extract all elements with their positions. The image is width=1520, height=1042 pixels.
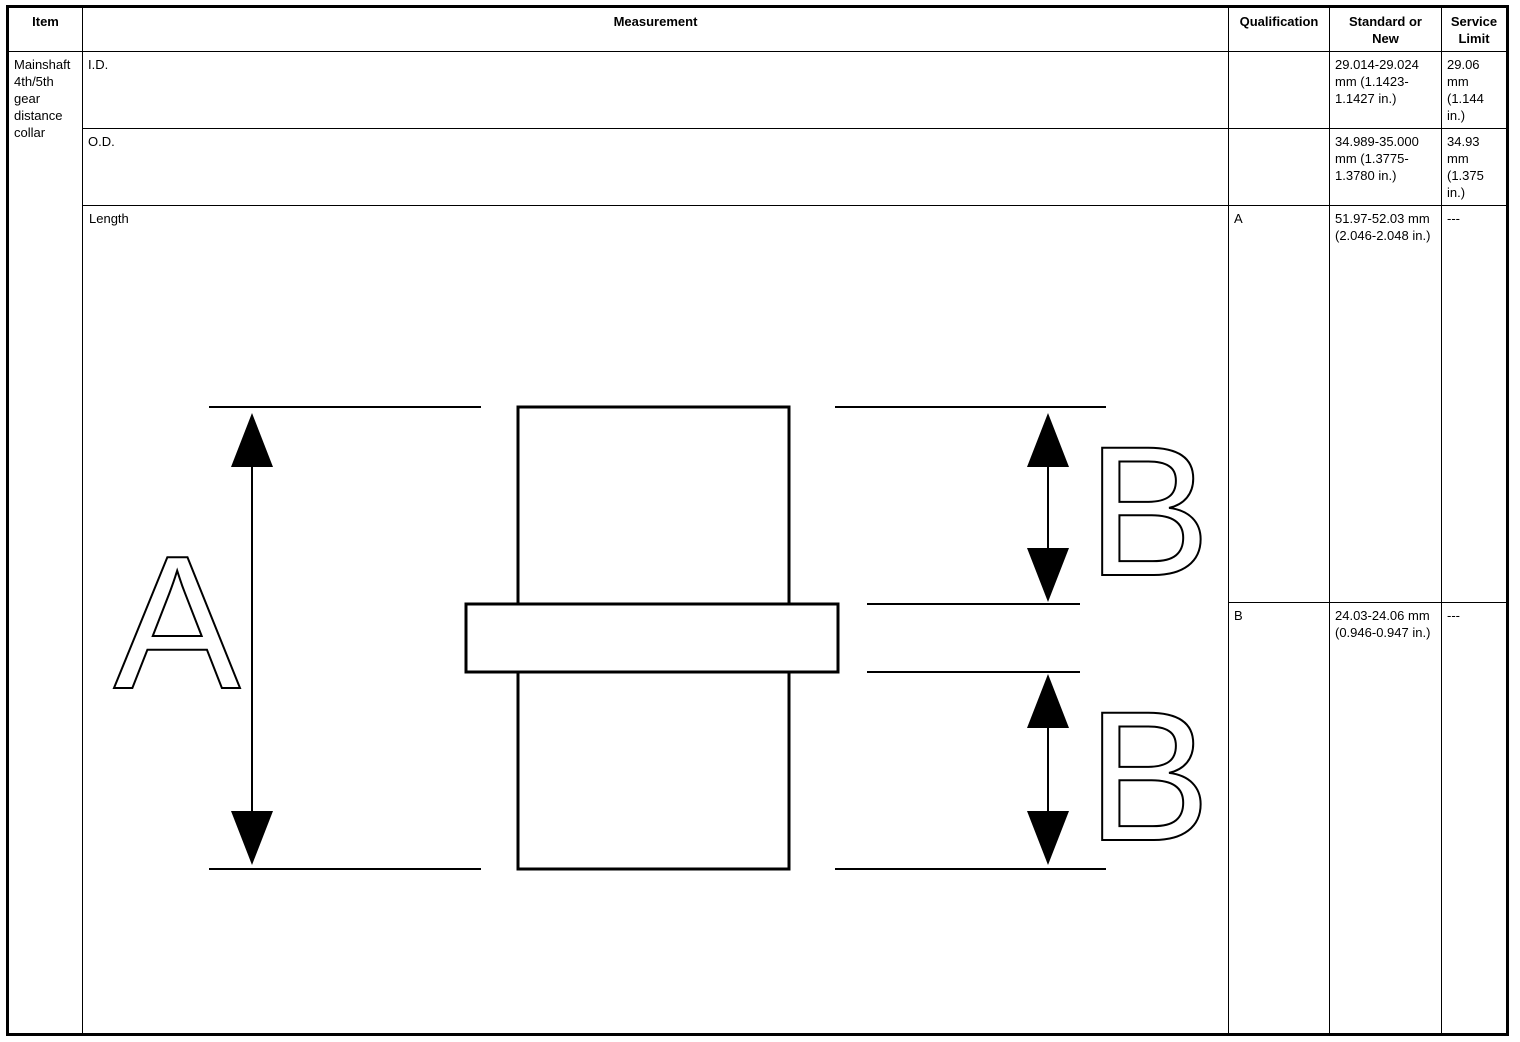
- service-limit-cell: 34.93 mm (1.375 in.): [1441, 128, 1508, 206]
- qualification-cell: [1228, 128, 1330, 206]
- collar-upper-body: [516, 405, 791, 606]
- header-measurement: Measurement: [82, 6, 1229, 52]
- table-row-id: Mainshaft 4th/5th gear distance collar I…: [7, 51, 1508, 1035]
- measurement-label: Length: [89, 211, 129, 226]
- table-row-od: O.D. 34.989-35.000 mm (1.3775-1.3780 in.…: [8, 128, 1508, 206]
- label-a: A: [114, 517, 241, 729]
- service-limit-cell: ---: [1441, 602, 1508, 1035]
- dimension-a-arrow: [231, 413, 273, 865]
- header-qualification: Qualification: [1228, 6, 1330, 52]
- standard-cell: 29.014-29.024 mm (1.1423-1.1427 in.): [1329, 51, 1442, 129]
- collar-flange: [464, 602, 840, 674]
- item-cell: Mainshaft 4th/5th gear distance collar: [7, 51, 83, 1035]
- standard-cell: 34.989-35.000 mm (1.3775-1.3780 in.): [1329, 128, 1442, 206]
- standard-cell: 51.97-52.03 mm (2.046-2.048 in.): [1329, 205, 1442, 603]
- label-b-top: B: [1087, 409, 1210, 615]
- measurement-cell: O.D.: [82, 128, 1229, 206]
- table-row-length-a: Length: [8, 205, 1508, 1035]
- qualification-cell: [1228, 51, 1330, 129]
- service-limit-cell: ---: [1441, 205, 1508, 603]
- dimension-b-bottom-arrow: [1027, 674, 1069, 865]
- header-service-limit: Service Limit: [1441, 6, 1508, 52]
- spec-table: Item Measurement Qualification Standard …: [6, 5, 1509, 1036]
- qualification-cell: B: [1228, 602, 1330, 1035]
- qualification-cell: A: [1228, 205, 1330, 603]
- standard-cell: 24.03-24.06 mm (0.946-0.947 in.): [1329, 602, 1442, 1035]
- service-limit-cell: 29.06 mm (1.144 in.): [1441, 51, 1508, 129]
- dimension-b-top-arrow: [1027, 413, 1069, 602]
- header-standard: Standard or New: [1329, 6, 1442, 52]
- collar-lower-body: [516, 670, 791, 871]
- header-item: Item: [7, 6, 83, 52]
- header-row: Item Measurement Qualification Standard …: [7, 6, 1508, 52]
- table-row-length-b: B 24.03-24.06 mm (0.946-0.947 in.) ---: [8, 602, 1508, 1035]
- measurement-cell: I.D.: [82, 51, 1229, 129]
- collar-length-diagram: A B B: [113, 405, 1211, 881]
- label-b-bottom: B: [1087, 674, 1210, 880]
- length-measurement-cell: Length: [82, 205, 1229, 1035]
